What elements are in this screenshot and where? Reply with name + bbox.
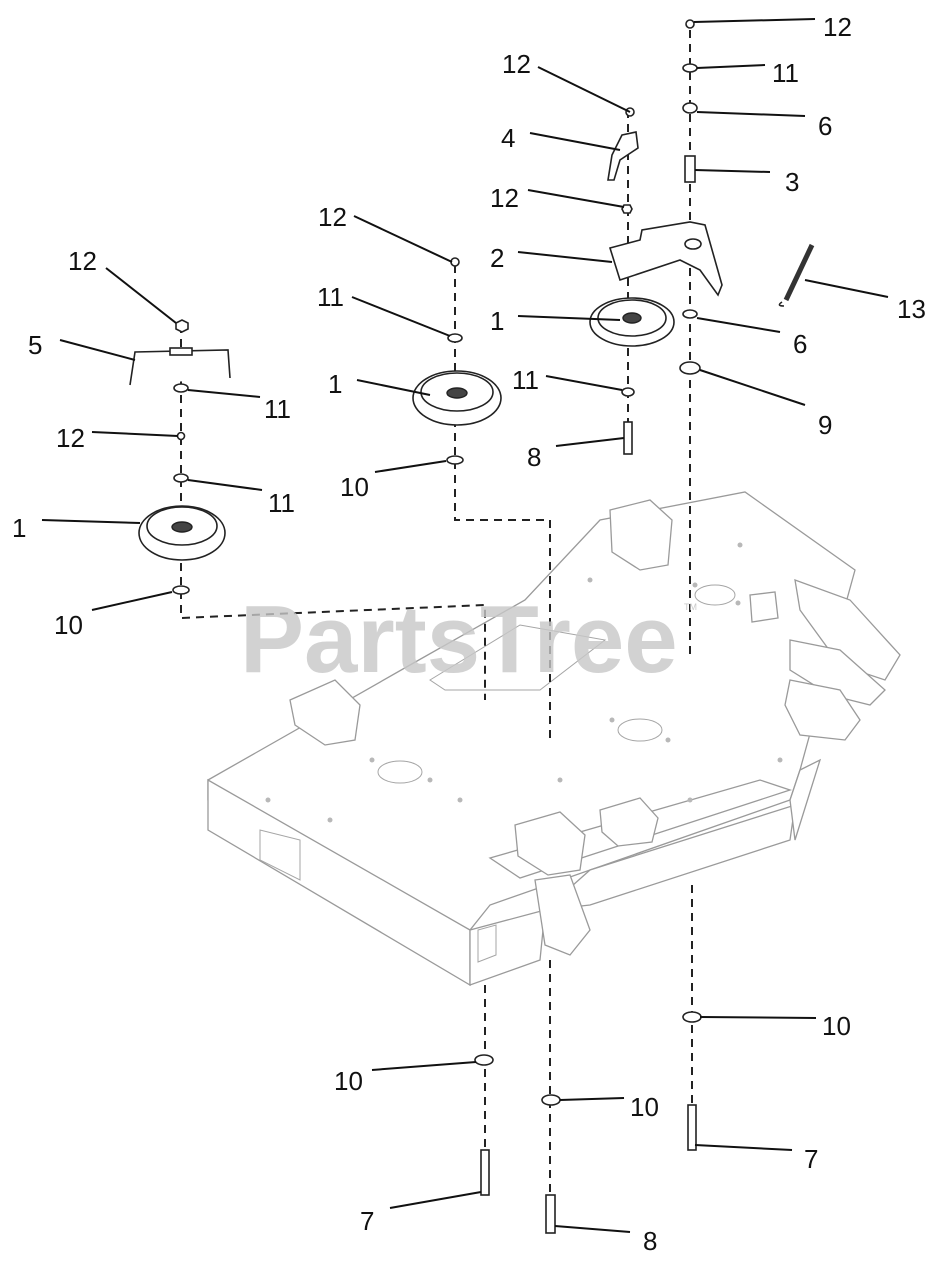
idler-arm-assembly [589,107,723,455]
callout-10: 10 [822,1011,851,1041]
callout-1: 1 [12,513,26,543]
bottom-hardware [474,1011,702,1234]
callout-7: 7 [804,1144,818,1174]
callout-12: 12 [502,49,531,79]
callout-1: 1 [328,369,342,399]
callout-12: 12 [56,423,85,453]
callout-8: 8 [527,442,541,472]
callout-10: 10 [54,610,83,640]
callout-12: 12 [318,202,347,232]
callout-12: 12 [68,246,97,276]
callout-10: 10 [630,1092,659,1122]
watermark: PartsTree [240,586,678,693]
callout-11: 11 [317,282,344,312]
callout-10: 10 [334,1066,363,1096]
callout-6: 6 [793,329,807,359]
callout-10: 10 [340,472,369,502]
callout-1: 1 [490,306,504,336]
callout-4: 4 [501,123,515,153]
watermark-trademark: TM [684,602,697,612]
callout-13: 13 [897,294,926,324]
callout-7: 7 [360,1206,374,1236]
callout-11: 11 [268,488,295,518]
callout-2: 2 [490,243,504,273]
callout-5: 5 [28,330,42,360]
center-pulley-stack [412,257,502,465]
callout-9: 9 [818,410,832,440]
callout-12: 12 [490,183,519,213]
callout-6: 6 [818,111,832,141]
left-pulley-stack [129,319,231,595]
leader-lines [41,18,889,1233]
callout-3: 3 [785,167,799,197]
mower-deck [207,491,901,987]
callout-labels: 12 11 6 3 13 6 9 12 4 12 2 1 11 8 12 11 … [12,12,926,1256]
callout-11: 11 [264,394,291,424]
callout-11: 11 [772,58,799,88]
callout-12: 12 [823,12,852,42]
callout-8: 8 [643,1226,657,1256]
callout-11: 11 [512,365,539,395]
